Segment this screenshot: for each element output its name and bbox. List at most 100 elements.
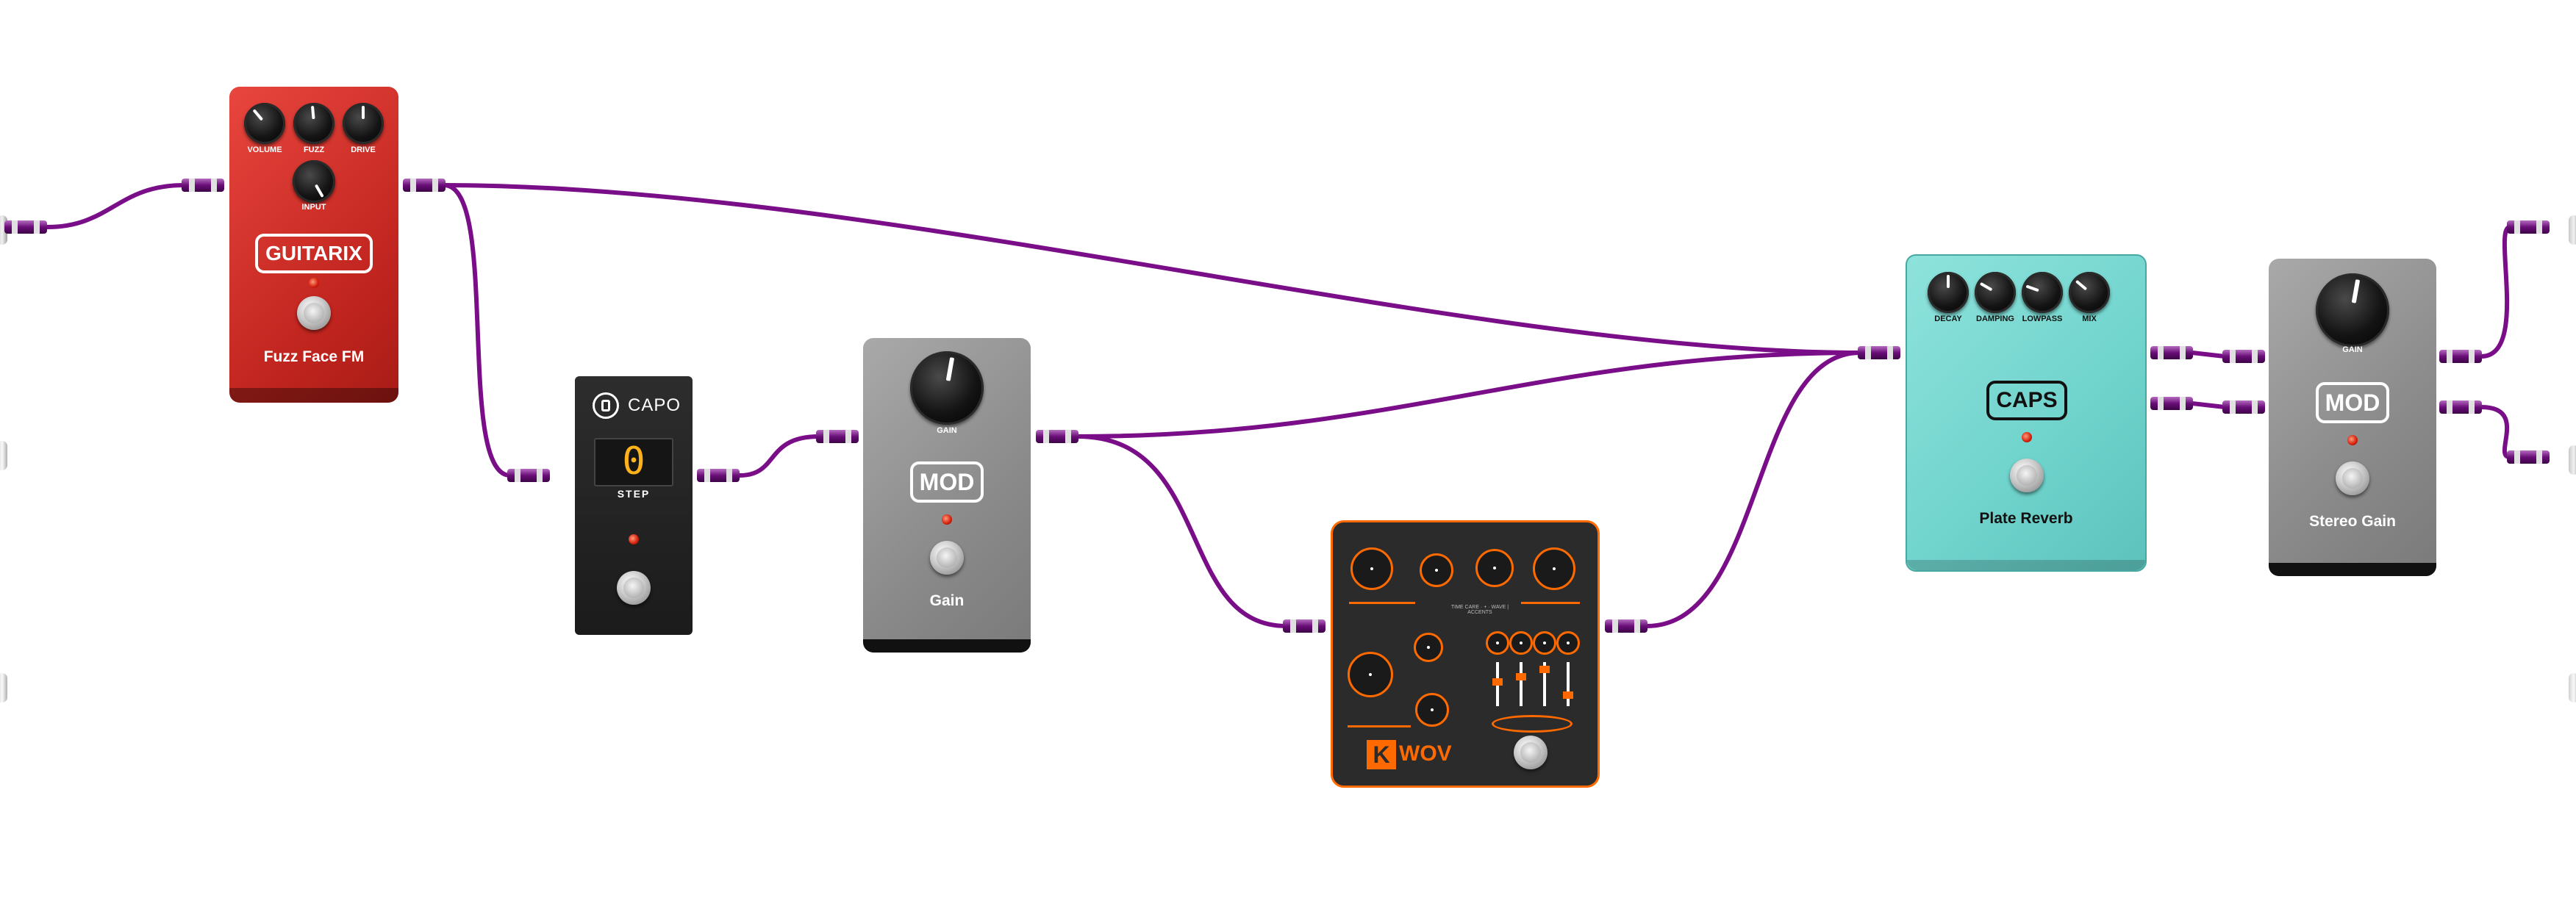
input-knob[interactable]	[293, 160, 335, 203]
cable-input-to-fuzz[interactable]	[45, 183, 186, 229]
system-midi-out-jack[interactable]	[2569, 673, 2576, 702]
pedal-fuzz-face-fm[interactable]: VOLUME FUZZ DRIVE INPUT GUITARIX Fuzz Fa…	[229, 87, 398, 403]
pedal-stereo-gain[interactable]: GAIN MOD Stereo Gain	[2269, 259, 2436, 576]
lowpass-knob[interactable]	[2022, 272, 2063, 313]
pedal-shadow	[2269, 563, 2436, 576]
mod-logo: MOD	[910, 461, 984, 503]
slider-handle[interactable]	[1516, 673, 1526, 680]
cable-kwov-to-reverb[interactable]	[1645, 351, 1862, 628]
knob-3[interactable]	[1475, 549, 1514, 587]
bypass-footswitch[interactable]	[930, 541, 964, 575]
cable-reverb-to-stereo-l[interactable]	[2190, 351, 2227, 359]
bypass-footswitch[interactable]	[2336, 461, 2369, 495]
status-led	[942, 514, 952, 525]
decay-knob[interactable]	[1928, 272, 1969, 313]
ring-3[interactable]	[1533, 631, 1556, 655]
damping-label: DAMPING	[1976, 315, 2014, 323]
slider-handle[interactable]	[1492, 678, 1503, 686]
cable-gain-to-reverb[interactable]	[1076, 351, 1862, 439]
plug-kwov-in[interactable]	[1283, 619, 1325, 633]
plug-stereo-out-l[interactable]	[2439, 350, 2482, 363]
volume-label: VOLUME	[247, 145, 282, 154]
ring-1[interactable]	[1486, 631, 1509, 655]
plug-reverb-out-r[interactable]	[2150, 397, 2193, 410]
plug-stereo-out-r[interactable]	[2439, 400, 2482, 414]
pedal-capo[interactable]: CAPO 0 STEP	[575, 376, 693, 635]
knob-6[interactable]	[1414, 633, 1443, 662]
drive-label: DRIVE	[351, 145, 376, 154]
cable-fuzz-to-reverb[interactable]	[442, 183, 1862, 355]
drive-knob[interactable]	[343, 103, 384, 144]
pedal-gain[interactable]: GAIN MOD Gain	[863, 338, 1031, 653]
gain-label: GAIN	[2342, 345, 2363, 354]
mod-logo: MOD	[2316, 382, 2389, 423]
decor-line	[1349, 602, 1415, 604]
system-capture-jack-2[interactable]	[0, 441, 7, 470]
system-playback-jack-2[interactable]	[2569, 445, 2576, 475]
plug-capo-in[interactable]	[507, 469, 550, 482]
decor-line	[1521, 602, 1580, 604]
kwov-k-logo-icon: K	[1367, 740, 1396, 769]
cable-fuzz-to-capo[interactable]	[442, 183, 512, 478]
plug-reverb-out-l[interactable]	[2150, 346, 2193, 359]
gain-knob[interactable]	[2316, 273, 2389, 347]
plug-system-in-r[interactable]	[2507, 450, 2550, 464]
bypass-footswitch[interactable]	[2010, 459, 2044, 492]
bypass-footswitch[interactable]	[617, 571, 651, 605]
plug-gain-in[interactable]	[816, 430, 859, 443]
knob-7[interactable]	[1415, 693, 1449, 727]
knob-5[interactable]	[1348, 652, 1393, 697]
lowpass-label: LOWPASS	[2022, 315, 2063, 323]
system-capture-jack-1[interactable]	[0, 215, 7, 245]
damping-knob[interactable]	[1975, 272, 2016, 313]
plug-stereo-in-r[interactable]	[2222, 400, 2265, 414]
mix-label: MIX	[2082, 315, 2097, 323]
bypass-footswitch[interactable]	[1514, 736, 1548, 769]
plug-system-in-l[interactable]	[2507, 220, 2550, 234]
decay-label: DECAY	[1934, 315, 1962, 323]
system-midi-in-jack[interactable]	[0, 673, 7, 702]
slider-3[interactable]	[1543, 662, 1546, 706]
cable-stereo-to-out-r[interactable]	[2479, 405, 2512, 459]
plug-system-out[interactable]	[4, 220, 47, 234]
fuzz-label: FUZZ	[303, 145, 325, 154]
cable-gain-to-kwov[interactable]	[1076, 434, 1289, 628]
knob-2[interactable]	[1420, 553, 1453, 587]
cable-stereo-to-out-l[interactable]	[2479, 225, 2512, 359]
mix-knob[interactable]	[2069, 272, 2110, 313]
ring-2[interactable]	[1509, 631, 1533, 655]
plug-capo-out[interactable]	[697, 469, 740, 482]
ring-4[interactable]	[1556, 631, 1580, 655]
plug-reverb-in[interactable]	[1858, 346, 1900, 359]
cable-capo-to-gain[interactable]	[737, 434, 821, 478]
slider-4[interactable]	[1567, 662, 1570, 706]
pedal-kwov[interactable]: TIME CARE · + · WAVE | ACCENTS K WOV	[1331, 520, 1600, 788]
fuzz-knob[interactable]	[293, 103, 334, 144]
step-display: 0	[594, 438, 673, 486]
status-led	[2022, 432, 2032, 442]
slider-handle[interactable]	[1539, 666, 1550, 673]
slider-2[interactable]	[1520, 662, 1523, 706]
plug-fuzz-in[interactable]	[182, 179, 224, 192]
kwov-small-text: TIME CARE · + · WAVE | ACCENTS	[1450, 605, 1509, 615]
pedal-shadow	[229, 388, 398, 403]
knob-1[interactable]	[1350, 547, 1393, 590]
pedal-plate-reverb[interactable]: DECAY DAMPING LOWPASS MIX CAPS Plate Rev…	[1906, 254, 2147, 572]
plug-fuzz-out[interactable]	[403, 179, 446, 192]
plug-stereo-in-l[interactable]	[2222, 350, 2265, 363]
plug-gain-out[interactable]	[1036, 430, 1078, 443]
pedal-name: Stereo Gain	[2309, 513, 2396, 530]
step-label: STEP	[617, 488, 651, 500]
pedal-name: Fuzz Face FM	[263, 348, 365, 365]
bypass-footswitch[interactable]	[297, 296, 331, 330]
plug-kwov-out[interactable]	[1605, 619, 1647, 633]
system-playback-jack-1[interactable]	[2569, 215, 2576, 245]
knob-4[interactable]	[1533, 547, 1575, 590]
guitarix-logo: GUITARIX	[255, 234, 373, 273]
pedal-name: Plate Reverb	[1979, 510, 2073, 527]
gain-knob[interactable]	[910, 351, 984, 425]
volume-knob[interactable]	[244, 103, 285, 144]
slider-handle[interactable]	[1563, 691, 1573, 699]
cable-reverb-to-stereo-r[interactable]	[2190, 401, 2227, 409]
